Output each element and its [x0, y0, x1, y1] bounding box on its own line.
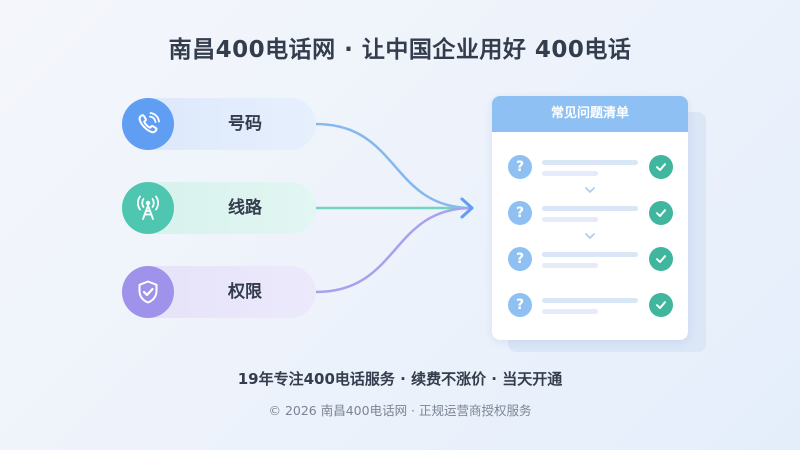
placeholder-line — [542, 252, 638, 257]
question-icon: ? — [508, 155, 532, 179]
placeholder-line — [542, 171, 598, 176]
check-icon — [649, 201, 673, 225]
page-title: 南昌400电话网 · 让中国企业用好 400电话 — [168, 37, 632, 63]
feature-label-line: 线路 — [228, 198, 262, 218]
check-icon — [649, 293, 673, 317]
feature-label-permission: 权限 — [228, 282, 262, 302]
faq-card-title: 常见问题清单 — [492, 96, 688, 132]
faq-item: ? — [492, 292, 688, 318]
faq-item: ? — [492, 200, 688, 226]
check-icon — [649, 155, 673, 179]
question-icon: ? — [508, 293, 532, 317]
feature-pill-permission: 权限 — [122, 266, 316, 318]
phone-icon — [122, 98, 174, 150]
faq-item: ? — [492, 246, 688, 272]
question-icon: ? — [508, 247, 532, 271]
footer-tagline: 19年专注400电话服务 · 续费不涨价 · 当天开通 — [237, 370, 563, 388]
placeholder-line — [542, 298, 638, 303]
signal-tower-icon — [122, 182, 174, 234]
placeholder-line — [542, 217, 598, 222]
placeholder-line — [542, 263, 598, 268]
placeholder-line — [542, 206, 638, 211]
check-icon — [649, 247, 673, 271]
connector-number — [315, 122, 473, 210]
feature-pill-line: 线路 — [122, 182, 316, 234]
chevron-down-icon — [585, 233, 595, 240]
faq-item: ? — [492, 154, 688, 180]
question-icon: ? — [508, 201, 532, 225]
placeholder-line — [542, 309, 598, 314]
shield-check-icon — [122, 266, 174, 318]
connector-perm — [315, 206, 473, 294]
feature-pill-number: 号码 — [122, 98, 316, 150]
chevron-down-icon — [585, 187, 595, 194]
footer-copyright: © 2026 南昌400电话网 · 正规运营商授权服务 — [268, 403, 532, 418]
placeholder-line — [542, 160, 638, 165]
arrow-icon — [460, 197, 474, 219]
faq-card: 常见问题清单 ? ? ? ? — [492, 96, 688, 340]
feature-label-number: 号码 — [228, 114, 262, 134]
